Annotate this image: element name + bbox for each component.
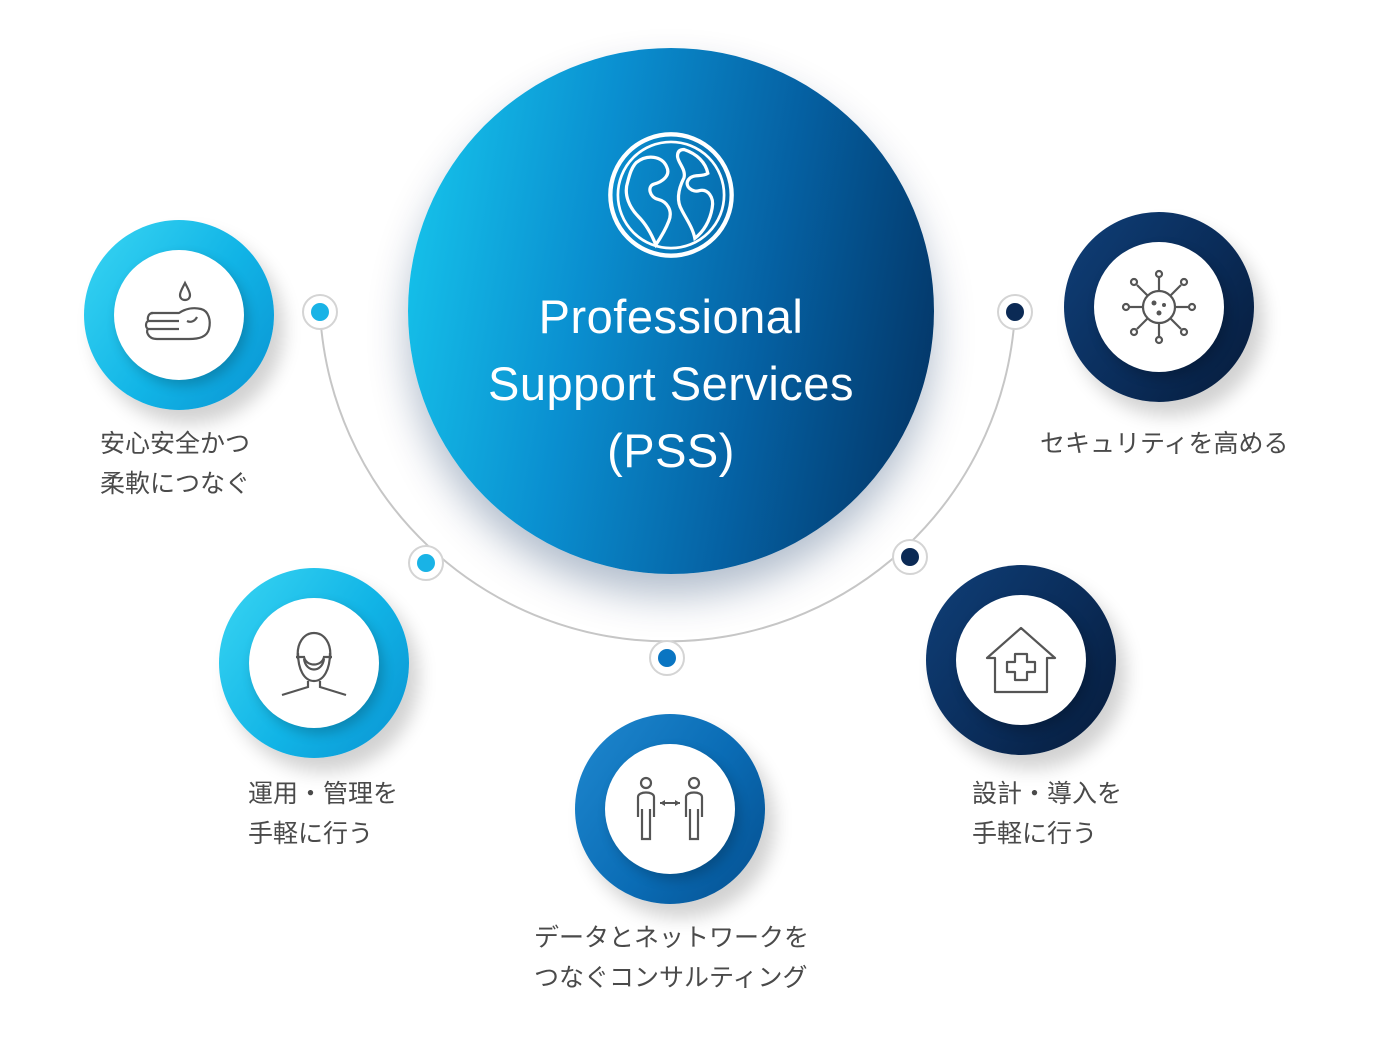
node-icon-badge [1094, 242, 1224, 372]
label-line: セキュリティを高める [1040, 429, 1289, 458]
label-line: つなぐコンサルティング [534, 963, 808, 992]
node-consulting [575, 714, 765, 904]
hub-title-line-2: Support Services [488, 357, 854, 410]
node-security [1064, 212, 1254, 402]
social-distance-icon [636, 776, 704, 841]
node-deployment [926, 565, 1116, 755]
label-consulting: データとネットワークを つなぐコンサルティング [534, 918, 809, 998]
node-icon-badge [605, 744, 735, 874]
node-icon-badge [956, 595, 1086, 725]
node-icon-badge [114, 250, 244, 380]
node-operations [219, 568, 409, 758]
node-icon-badge [249, 598, 379, 728]
label-line: 柔軟につなぐ [100, 469, 251, 498]
label-line: 運用・管理を [248, 779, 399, 808]
hub-title: Professional Support Services (PSS) [408, 283, 934, 484]
hand-water-drop-icon [144, 280, 211, 341]
arc-dot-2 [408, 545, 444, 581]
label-line: データとネットワークを [534, 923, 810, 952]
hub-title-line-1: Professional [538, 290, 804, 343]
label-line: 手軽に行う [248, 819, 374, 848]
node-secure-connect [84, 220, 274, 410]
arc-dot-1 [302, 294, 338, 330]
hub-title-line-3: (PSS) [607, 424, 735, 477]
arc-dot-4 [892, 539, 928, 575]
label-secure-connect: 安心安全かつ 柔軟につなぐ [100, 424, 250, 504]
arc-dot-3 [649, 640, 685, 676]
house-medical-cross-icon [985, 626, 1057, 694]
label-deployment: 設計・導入を 手軽に行う [972, 774, 1122, 854]
arc-dot-5 [997, 294, 1033, 330]
virus-icon [1121, 269, 1197, 345]
label-security: セキュリティを高める [1040, 424, 1289, 464]
globe-icon [608, 132, 734, 258]
label-line: 設計・導入を [972, 779, 1123, 808]
masked-person-icon [281, 631, 347, 697]
hub-circle: Professional Support Services (PSS) [408, 48, 934, 574]
label-operations: 運用・管理を 手軽に行う [248, 774, 398, 854]
label-line: 安心安全かつ [100, 429, 251, 458]
label-line: 手軽に行う [972, 819, 1098, 848]
